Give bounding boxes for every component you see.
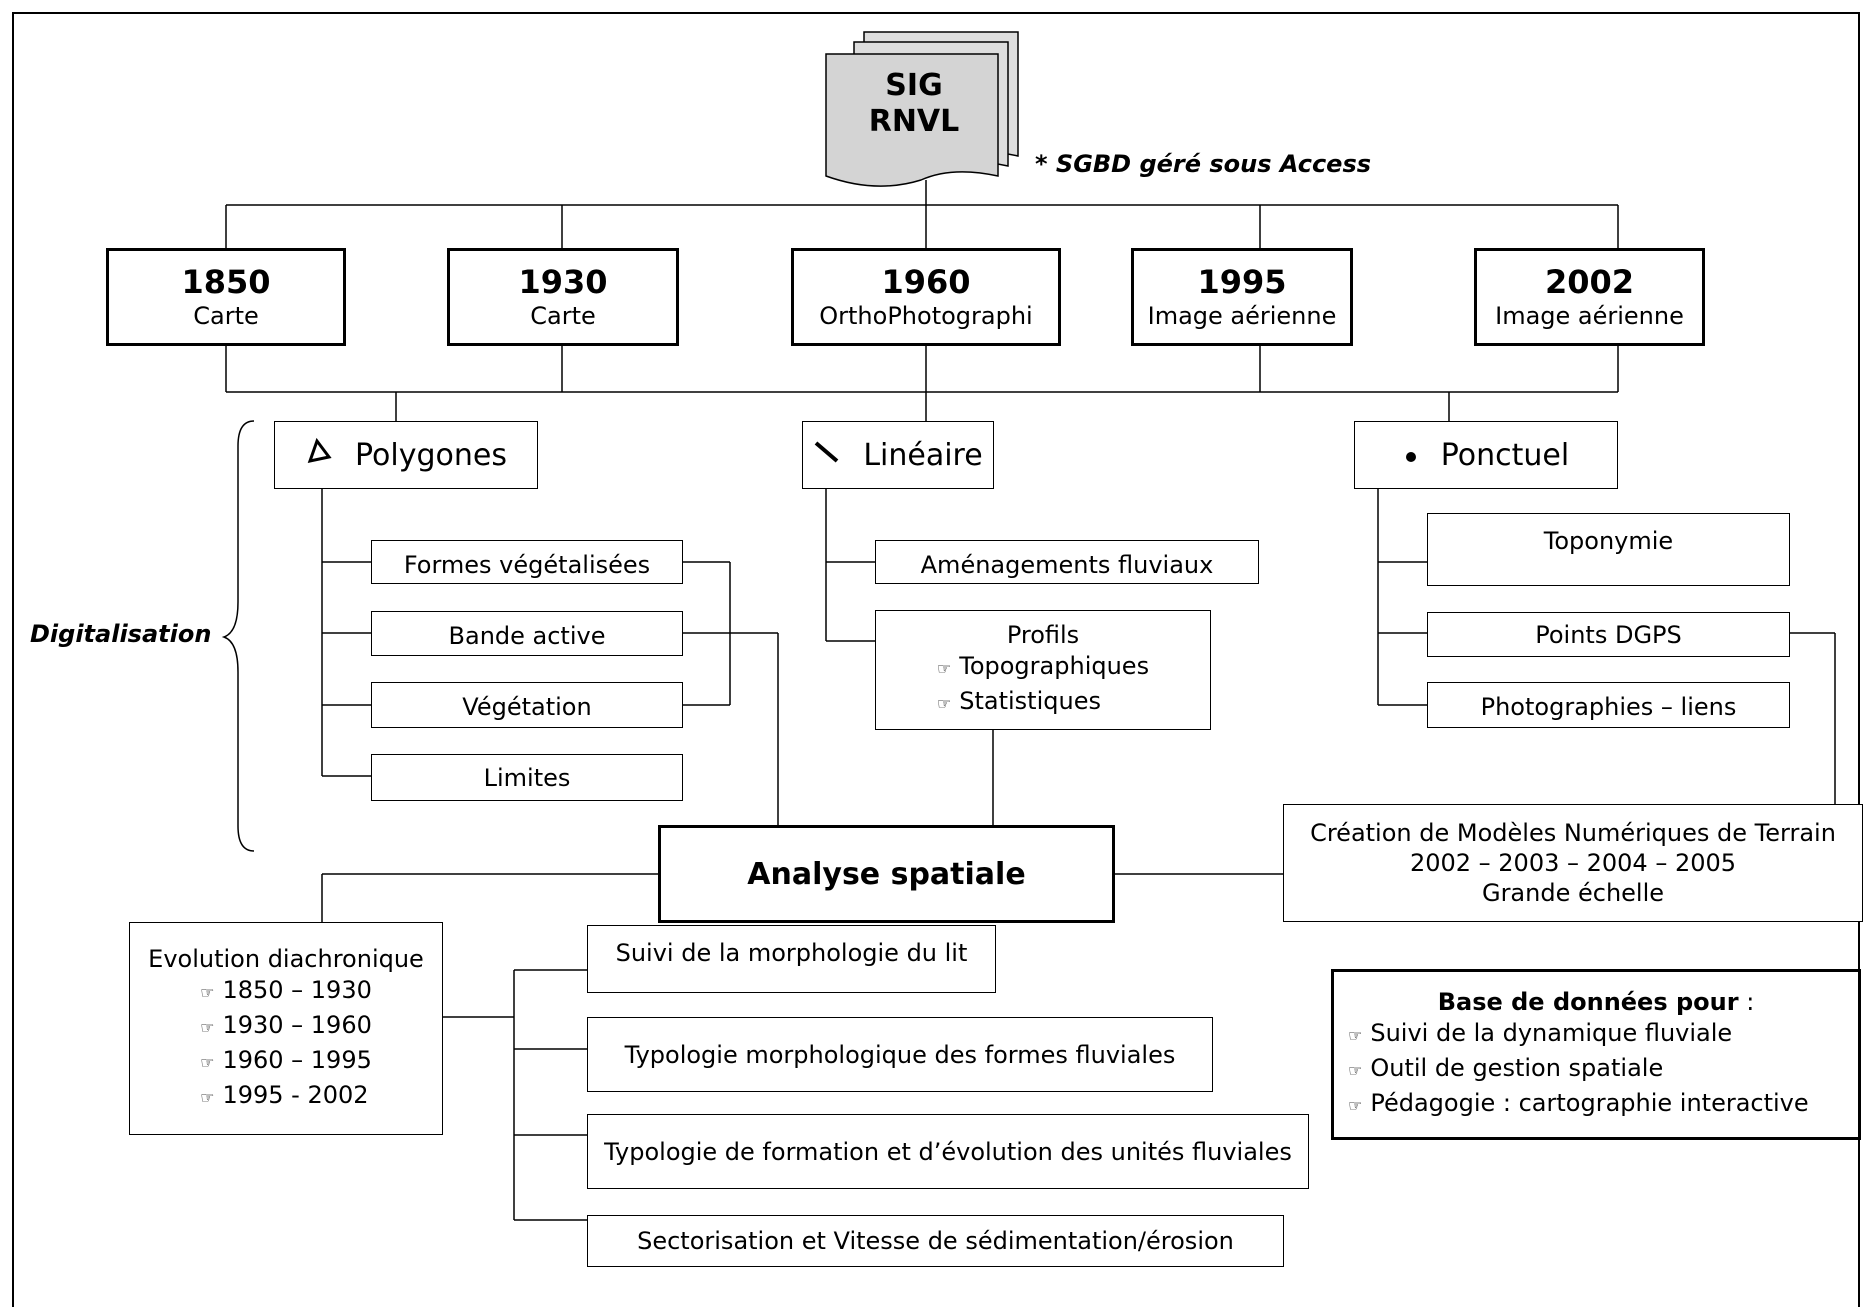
evolution-period: 1960 – 1995	[222, 1045, 372, 1074]
analysis-item-label: Suivi de la morphologie du lit	[615, 939, 968, 967]
category-polygones: Polygones	[274, 421, 538, 489]
analysis-item-label: Typologie morphologique des formes fluvi…	[624, 1040, 1176, 1069]
evolution-period: 1850 – 1930	[222, 975, 372, 1004]
point-item-label: Photographies – liens	[1480, 693, 1737, 721]
evolution-period: 1995 - 2002	[222, 1080, 369, 1109]
polygon-item-formes: Formes végétalisées	[371, 540, 683, 584]
mnt-box: Création de Modèles Numériques de Terrai…	[1283, 804, 1863, 922]
profils-bullet: Topographiques	[959, 652, 1150, 680]
pointing-hand-icon: ☞	[200, 1052, 215, 1072]
category-lineaire: Linéaire	[802, 421, 994, 489]
database-item: Pédagogie : cartographie interactive	[1370, 1089, 1809, 1117]
point-icon	[1403, 438, 1419, 473]
polygon-item-label: Bande active	[448, 622, 606, 650]
evolution-box: Evolution diachronique ☞ 1850 – 1930 ☞ 193…	[129, 922, 443, 1135]
analyse-spatiale-title: Analyse spatiale	[747, 856, 1026, 892]
source-year: 1960	[881, 263, 971, 301]
category-label: Linéaire	[863, 437, 983, 473]
analysis-item-typologie-formation: Typologie de formation et d’évolution de…	[587, 1114, 1309, 1189]
diagram-frame	[12, 12, 1860, 1307]
point-item-label: Toponymie	[1543, 527, 1674, 555]
source-2002: 2002 Image aérienne	[1474, 248, 1705, 346]
database-title: Base de données pour :	[1438, 987, 1755, 1017]
source-year: 2002	[1544, 263, 1635, 301]
database-box: Base de données pour : ☞ Suivi de la dyna…	[1331, 969, 1861, 1140]
source-label: Carte	[193, 302, 259, 330]
analysis-item-label: Typologie de formation et d’évolution de…	[604, 1137, 1292, 1166]
evolution-title: Evolution diachronique	[148, 944, 424, 973]
source-1930: 1930 Carte	[447, 248, 679, 346]
pointing-hand-icon: ☞	[1348, 1061, 1363, 1080]
polygon-item-label: Limites	[483, 763, 571, 792]
analysis-item-typologie-morpho: Typologie morphologique des formes fluvi…	[587, 1017, 1213, 1092]
analysis-item-suivi: Suivi de la morphologie du lit	[587, 925, 996, 993]
evolution-period: 1930 – 1960	[222, 1010, 372, 1039]
analysis-item-label: Sectorisation et Vitesse de sédimentatio…	[637, 1227, 1234, 1255]
category-ponctuel: Ponctuel	[1354, 421, 1618, 489]
evolution-periods: ☞ 1850 – 1930 ☞ 1930 – 1960 ☞ 1960 – 1995 ☞…	[200, 974, 372, 1114]
profils-bullets: ☞ Topographiques ☞ Statistiques	[937, 650, 1149, 720]
profils-title: Profils	[1006, 621, 1080, 649]
source-year: 1995	[1197, 263, 1287, 301]
line-icon	[813, 437, 841, 473]
database-item: Suivi de la dynamique fluviale	[1370, 1019, 1733, 1047]
brace-digitalisation	[221, 420, 255, 852]
polygon-icon	[305, 437, 333, 473]
linear-item-label: Aménagements fluviaux	[920, 551, 1214, 579]
category-label: Polygones	[355, 437, 507, 473]
polygon-item-limites: Limites	[371, 754, 683, 801]
linear-item-amenagements: Aménagements fluviaux	[875, 540, 1259, 584]
pointing-hand-icon: ☞	[200, 982, 215, 1002]
source-year: 1850	[181, 263, 271, 301]
pointing-hand-icon: ☞	[200, 1087, 215, 1107]
analyse-spatiale-box: Analyse spatiale	[658, 825, 1115, 923]
source-label: OrthoPhotographi	[819, 302, 1033, 330]
linear-item-profils: Profils ☞ Topographiques ☞ Statistiques	[875, 610, 1211, 730]
mnt-line1: Création de Modèles Numériques de Terrai…	[1310, 819, 1836, 847]
source-label: Image aérienne	[1147, 302, 1337, 330]
database-item: Outil de gestion spatiale	[1370, 1054, 1664, 1082]
polygon-item-bande-active: Bande active	[371, 611, 683, 656]
mnt-line3: Grande échelle	[1481, 879, 1665, 907]
point-item-toponymie: Toponymie	[1427, 513, 1790, 586]
database-items: ☞ Suivi de la dynamique fluviale ☞ Outil d…	[1334, 1017, 1809, 1122]
root-title-line1: SIG	[885, 68, 943, 103]
category-label: Ponctuel	[1440, 437, 1570, 473]
point-item-label: Points DGPS	[1535, 620, 1682, 649]
mnt-line2: 2002 – 2003 – 2004 – 2005	[1409, 849, 1737, 877]
source-label: Image aérienne	[1495, 302, 1684, 330]
source-year: 1930	[518, 263, 608, 301]
source-1995: 1995 Image aérienne	[1131, 248, 1353, 346]
pointing-hand-icon: ☞	[936, 659, 952, 678]
database-title-bold: Base de données pour	[1437, 988, 1739, 1016]
pointing-hand-icon: ☞	[1348, 1026, 1363, 1045]
point-item-points-dgps: Points DGPS	[1427, 612, 1790, 657]
point-item-photographies: Photographies – liens	[1427, 682, 1790, 728]
pointing-hand-icon: ☞	[1348, 1096, 1363, 1115]
source-1850: 1850 Carte	[106, 248, 346, 346]
root-title: SIG RNVL	[826, 68, 1002, 140]
polygon-item-label: Formes végétalisées	[403, 551, 651, 579]
pointing-hand-icon: ☞	[936, 694, 952, 713]
pointing-hand-icon: ☞	[200, 1017, 215, 1037]
database-title-suffix: :	[1738, 988, 1755, 1016]
root-note: * SGBD géré sous Access	[1035, 150, 1372, 178]
root-title-line2: RNVL	[868, 104, 960, 139]
document-stack-icon	[825, 31, 1019, 187]
source-1960: 1960 OrthoPhotographi	[791, 248, 1061, 346]
digitalisation-label: Digitalisation	[30, 620, 212, 648]
source-label: Carte	[530, 302, 596, 330]
polygon-item-vegetation: Végétation	[371, 682, 683, 728]
analysis-item-sectorisation: Sectorisation et Vitesse de sédimentatio…	[587, 1215, 1284, 1267]
profils-bullet: Statistiques	[959, 687, 1101, 715]
polygon-item-label: Végétation	[462, 693, 592, 721]
